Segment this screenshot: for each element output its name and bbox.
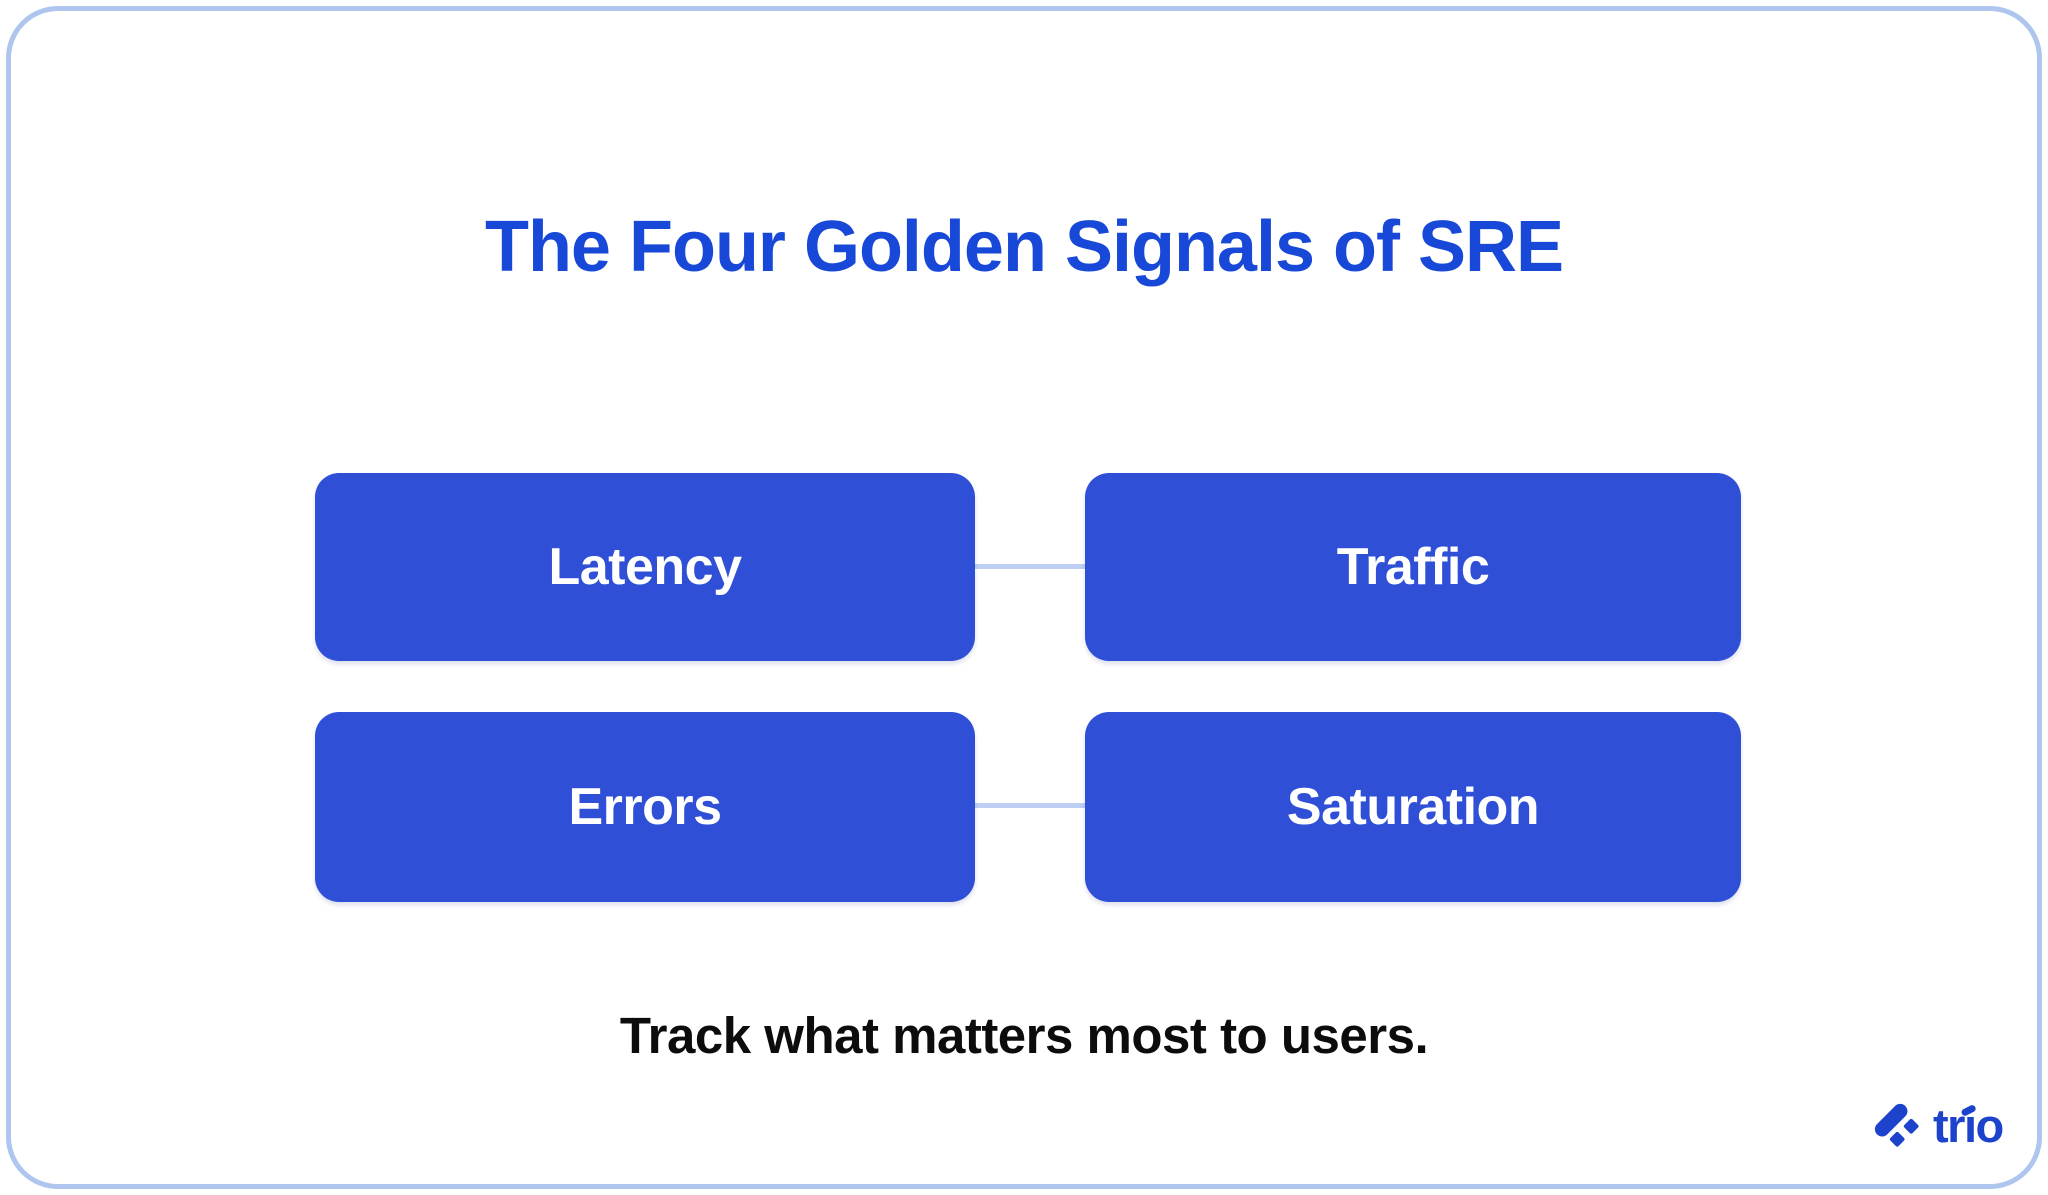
logo-text-i: ı (1963, 1099, 1977, 1152)
trio-logo-icon (1874, 1103, 1919, 1147)
signal-box-latency: Latency (315, 473, 975, 661)
signal-box-saturation: Saturation (1085, 712, 1741, 902)
caption: Track what matters most to users. (619, 1007, 1429, 1064)
trio-logo-text: tr ı o (1933, 1099, 2005, 1152)
signal-label-latency: Latency (548, 538, 742, 596)
signal-box-errors: Errors (315, 712, 975, 902)
signal-label-traffic: Traffic (1336, 538, 1490, 596)
trio-logo: tr ı o (1874, 1099, 2005, 1152)
signal-box-traffic: Traffic (1085, 473, 1741, 661)
page-title: The Four Golden Signals of SRE (484, 207, 1564, 287)
signal-label-saturation: Saturation (1286, 778, 1540, 836)
logo-text-o: o (1975, 1099, 2005, 1152)
connector-latency-traffic (960, 564, 1102, 569)
logo-text-tr: tr (1933, 1099, 1965, 1152)
connector-errors-saturation (960, 803, 1102, 808)
signal-label-errors: Errors (568, 778, 722, 836)
